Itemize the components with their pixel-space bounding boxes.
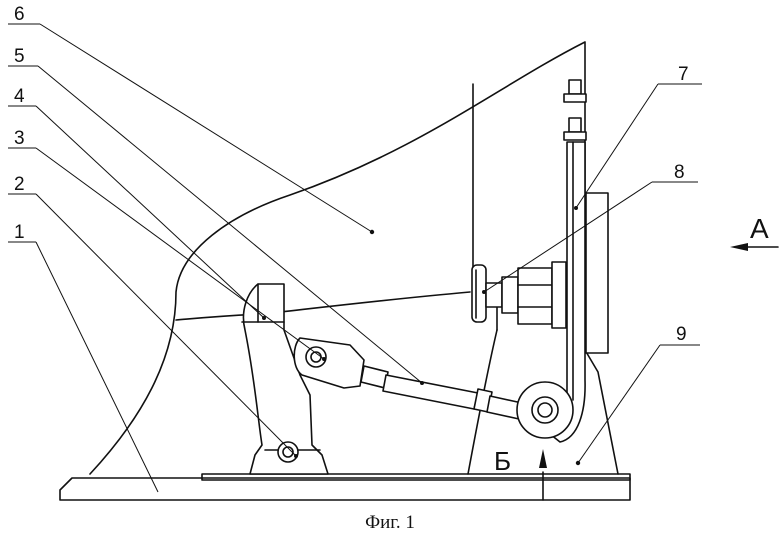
callout-7: 7 [678,64,689,85]
callout-8: 8 [674,162,685,183]
section-marker: Б [494,446,547,501]
callout-6: 6 [14,4,25,25]
callout-3: 3 [14,128,25,149]
callout-2: 2 [14,174,25,195]
figure-caption: Фиг. 1 [365,512,415,533]
base-plate [59,473,631,501]
callout-9: 9 [676,324,687,345]
callout-5: 5 [14,46,25,67]
view-direction-marker: А [730,213,779,251]
section-label: Б [494,446,511,476]
callouts: 6 5 4 3 2 1 7 8 9 [8,4,702,493]
view-label: А [750,213,769,244]
lever [516,79,609,443]
adjusting-bolt [471,261,567,329]
callout-4: 4 [14,86,25,107]
left-bracket [241,283,329,475]
callout-1: 1 [14,222,25,243]
tie-rod [293,337,523,420]
